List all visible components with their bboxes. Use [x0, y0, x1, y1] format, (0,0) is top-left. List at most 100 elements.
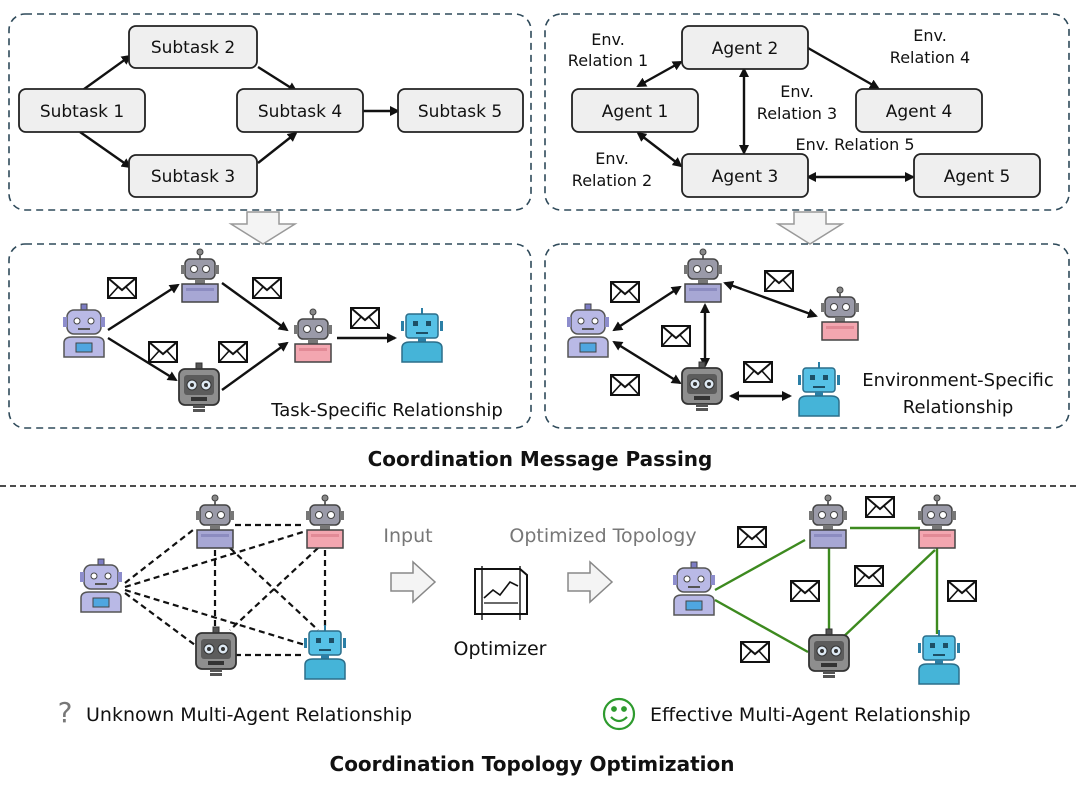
envelope-icon: [865, 496, 895, 518]
down-arrow-right-icon: [777, 211, 843, 245]
envelope-icon: [947, 580, 977, 602]
robot-grey-icon: [195, 494, 235, 549]
robot-pink-icon: [917, 494, 957, 549]
env-node-agent-3: Agent 3: [681, 153, 809, 198]
robot-grey-icon: [683, 248, 723, 303]
task-node-subtask-5: Subtask 5: [397, 88, 524, 133]
svg-text:Subtask 1: Subtask 1: [40, 102, 124, 122]
edge-subtask3-subtask4: [257, 131, 298, 164]
robot-purple-icon: [672, 561, 716, 616]
svg-text:Agent 4: Agent 4: [886, 102, 953, 122]
relation-1-line1: Env.: [591, 30, 625, 49]
relation-4-line1: Env.: [913, 26, 947, 45]
edge-subtask1-subtask3: [79, 131, 132, 169]
envelope-icon: [661, 325, 691, 347]
relation-2-line1: Env.: [595, 149, 629, 168]
envelope-icon: [740, 641, 770, 663]
env-node-agent-4: Agent 4: [855, 88, 983, 133]
svg-text:Agent 2: Agent 2: [712, 39, 779, 59]
task-node-subtask-3: Subtask 3: [128, 154, 258, 198]
optimized-topology-label: Optimized Topology: [509, 525, 696, 547]
task-specific-panel: [8, 243, 532, 429]
task-node-subtask-2: Subtask 2: [128, 25, 258, 69]
task-specific-edges: [107, 282, 397, 391]
robot-blue-icon: [303, 624, 347, 680]
robot-purple-icon: [62, 303, 106, 358]
envelope-icon: [737, 526, 767, 548]
edge-subtask1-subtask2: [79, 54, 132, 93]
relation-3-line2: Relation 3: [757, 104, 837, 123]
relation-1-line2: Relation 1: [568, 51, 648, 70]
envelope-icon: [148, 341, 178, 363]
task-graph-edges: [79, 54, 400, 169]
envelope-icon: [350, 307, 380, 329]
env-specific-panel: [544, 243, 1070, 429]
robot-purple-icon: [79, 558, 123, 613]
env-node-agent-1: Agent 1: [571, 88, 699, 133]
right-arrow-input-icon: [390, 561, 436, 603]
env-specific-edges: [612, 281, 818, 401]
svg-text:Subtask 2: Subtask 2: [151, 38, 235, 58]
effective-topology-edges: [714, 526, 939, 654]
envelope-icon: [743, 361, 773, 383]
robot-grey-icon: [180, 248, 220, 303]
down-arrow-left-icon: [230, 211, 296, 245]
effective-relationship-label: Effective Multi-Agent Relationship: [650, 704, 971, 726]
env-relation-labels: Env. Relation 1 Env. Relation 2 Env. Rel…: [568, 26, 970, 190]
env-node-agent-5: Agent 5: [913, 153, 1041, 198]
edge-agent1-agent3: [636, 131, 683, 168]
envelope-icon: [252, 277, 282, 299]
task-node-subtask-1: Subtask 1: [18, 88, 146, 133]
svg-text:Subtask 4: Subtask 4: [258, 102, 342, 122]
section-title-message-passing: Coordination Message Passing: [368, 447, 713, 471]
robot-pink-icon: [305, 494, 345, 549]
svg-text:Agent 5: Agent 5: [944, 167, 1011, 187]
envelope-icon: [610, 374, 640, 396]
robot-dark-icon: [681, 361, 723, 412]
right-arrow-output-icon: [567, 561, 613, 603]
envelope-icon: [107, 277, 137, 299]
robot-dark-icon: [808, 628, 850, 679]
svg-text:?: ?: [58, 696, 73, 729]
robot-pink-icon: [820, 286, 860, 341]
robot-blue-icon: [400, 307, 444, 363]
robot-dark-icon: [178, 362, 220, 413]
envelope-icon: [218, 341, 248, 363]
robot-blue-icon: [917, 629, 961, 685]
task-specific-label: Task-Specific Relationship: [270, 400, 503, 421]
relation-4-line2: Relation 4: [890, 48, 970, 67]
optimizer-label: Optimizer: [453, 638, 546, 660]
edge-agent2-agent4: [807, 46, 880, 90]
relation-3-line1: Env.: [780, 82, 814, 101]
unknown-relationship-label: Unknown Multi-Agent Relationship: [86, 704, 412, 726]
edge-subtask2-subtask4: [257, 65, 298, 93]
robot-purple-icon: [566, 303, 610, 358]
robot-blue-icon: [797, 361, 841, 417]
unknown-topology-edges: [124, 523, 327, 657]
svg-text:Subtask 3: Subtask 3: [151, 167, 235, 187]
question-mark-icon: ?: [58, 696, 73, 729]
env-graph-panel: [544, 13, 1070, 211]
robot-pink-icon: [293, 308, 333, 363]
svg-text:Agent 1: Agent 1: [602, 102, 669, 122]
env-specific-label-line2: Relationship: [903, 397, 1014, 418]
env-graph-edges: [636, 46, 915, 182]
robot-dark-icon: [195, 626, 237, 677]
envelope-icon: [610, 281, 640, 303]
robot-grey-icon: [808, 494, 848, 549]
envelope-icon: [854, 565, 884, 587]
smiley-icon: [602, 697, 636, 731]
env-node-agent-2: Agent 2: [681, 25, 809, 70]
svg-text:Agent 3: Agent 3: [712, 167, 779, 187]
relation-5: Env. Relation 5: [795, 135, 914, 154]
edge-agent1-agent2: [636, 60, 683, 88]
envelope-icon: [764, 270, 794, 292]
envelope-icon: [790, 580, 820, 602]
svg-text:Subtask 5: Subtask 5: [418, 102, 502, 122]
section-title-topology-optimization: Coordination Topology Optimization: [330, 752, 735, 776]
env-specific-label-line1: Environment-Specific: [862, 370, 1054, 391]
task-node-subtask-4: Subtask 4: [236, 88, 364, 133]
task-graph-panel: [8, 13, 532, 211]
relation-2-line2: Relation 2: [572, 171, 652, 190]
